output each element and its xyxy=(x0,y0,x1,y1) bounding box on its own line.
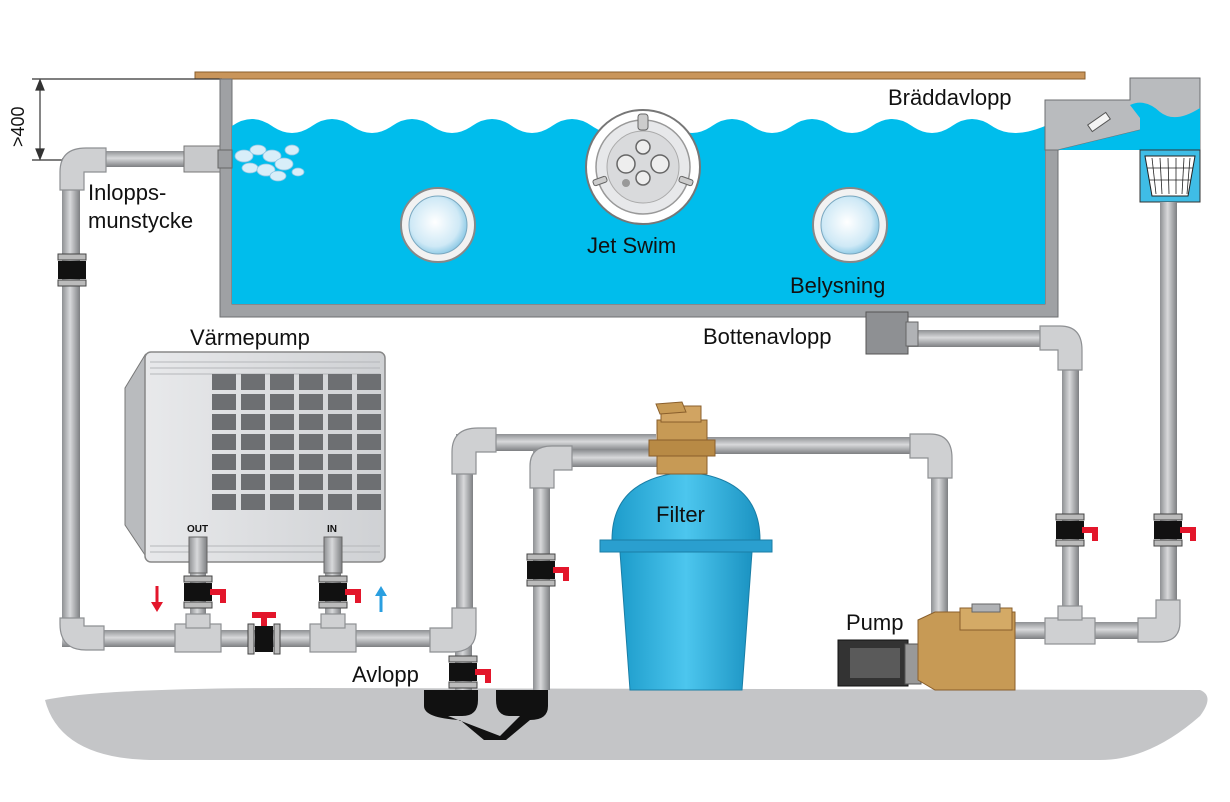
grille-cell xyxy=(299,414,323,430)
grille-cell xyxy=(357,434,381,450)
skimmer-basket xyxy=(1139,149,1201,203)
grille-cell xyxy=(241,494,265,510)
ball-valve xyxy=(57,253,87,287)
grille-cell xyxy=(299,474,323,490)
ball-valves xyxy=(57,253,1196,689)
grille-cell xyxy=(328,494,352,510)
grille-cell xyxy=(328,434,352,450)
grille-cell xyxy=(212,414,236,430)
multiport-valve xyxy=(648,401,716,475)
overflow-gutter xyxy=(1044,77,1201,151)
lighting-label: Belysning xyxy=(790,273,885,298)
grille-cell xyxy=(299,434,323,450)
pool-light-left xyxy=(400,187,476,263)
grille-cell xyxy=(241,374,265,390)
grille-cell xyxy=(328,454,352,470)
grille-cell xyxy=(212,374,236,390)
grille-cell xyxy=(299,454,323,470)
ball-valve xyxy=(526,553,569,587)
grille-cell xyxy=(212,394,236,410)
circulation-pump xyxy=(837,603,1016,691)
ball-valve xyxy=(1153,513,1196,547)
depth-label: >400 xyxy=(8,106,28,147)
flow-in-arrow xyxy=(375,586,387,612)
grille-cell xyxy=(241,454,265,470)
inlet-nozzle-label-line2: munstycke xyxy=(88,208,193,233)
bottom-drain-label: Bottenavlopp xyxy=(703,324,831,349)
grille-cell xyxy=(212,474,236,490)
grille-cell xyxy=(270,394,294,410)
grille-cell xyxy=(328,414,352,430)
inlet-nozzle xyxy=(183,145,233,173)
sand-filter xyxy=(599,471,773,691)
grille-cell xyxy=(357,414,381,430)
heat-pump-ports xyxy=(188,536,343,574)
ball-valve xyxy=(1055,513,1098,547)
grille-cell xyxy=(241,414,265,430)
grille-cell xyxy=(270,454,294,470)
grille-cell xyxy=(212,494,236,510)
pump-label: Pump xyxy=(846,610,903,635)
bottom-drain xyxy=(865,311,919,355)
grille-cell xyxy=(299,394,323,410)
grille-cell xyxy=(270,494,294,510)
grille-cell xyxy=(328,394,352,410)
grille-cell xyxy=(212,454,236,470)
drain-sump xyxy=(424,690,548,740)
flow-out-arrow xyxy=(151,586,163,612)
inlet-bubbles xyxy=(234,144,305,182)
grille-cell xyxy=(328,374,352,390)
grille-cell xyxy=(299,494,323,510)
ball-valve xyxy=(448,655,491,689)
tee-fittings xyxy=(174,605,1096,653)
ball-valve-horizontal xyxy=(247,612,281,655)
grille-cell xyxy=(241,394,265,410)
grille-cell xyxy=(357,474,381,490)
drain-label: Avlopp xyxy=(352,662,419,687)
ball-valve xyxy=(318,575,361,609)
inlet-nozzle-label-line1: Inlopps- xyxy=(88,180,166,205)
ground xyxy=(45,688,1208,760)
jet-swim-unit xyxy=(585,109,701,225)
grille-cell xyxy=(357,374,381,390)
heat-pump xyxy=(124,351,386,563)
grille-cell xyxy=(270,414,294,430)
grille-cell xyxy=(299,374,323,390)
grille-cell xyxy=(270,434,294,450)
jet-swim-label: Jet Swim xyxy=(587,233,676,258)
pipe-elbows xyxy=(59,147,1181,653)
grille-cell xyxy=(270,374,294,390)
pool-light-right xyxy=(812,187,888,263)
filter-label: Filter xyxy=(656,502,705,527)
grille-cell xyxy=(328,474,352,490)
depth-marker xyxy=(32,78,222,161)
grille-cell xyxy=(357,394,381,410)
heat-pump-in-label: IN xyxy=(327,524,337,535)
grille-cell xyxy=(241,474,265,490)
heat-pump-grille xyxy=(212,374,381,510)
grille-cell xyxy=(212,434,236,450)
grille-cell xyxy=(270,474,294,490)
grille-cell xyxy=(357,454,381,470)
heat-pump-out-label: OUT xyxy=(187,524,208,535)
grille-cell xyxy=(357,494,381,510)
pool-deck xyxy=(194,71,1086,80)
overflow-label: Bräddavlopp xyxy=(888,85,1012,110)
grille-cell xyxy=(241,434,265,450)
ball-valve xyxy=(183,575,226,609)
heat-pump-label: Värmepump xyxy=(190,325,310,350)
